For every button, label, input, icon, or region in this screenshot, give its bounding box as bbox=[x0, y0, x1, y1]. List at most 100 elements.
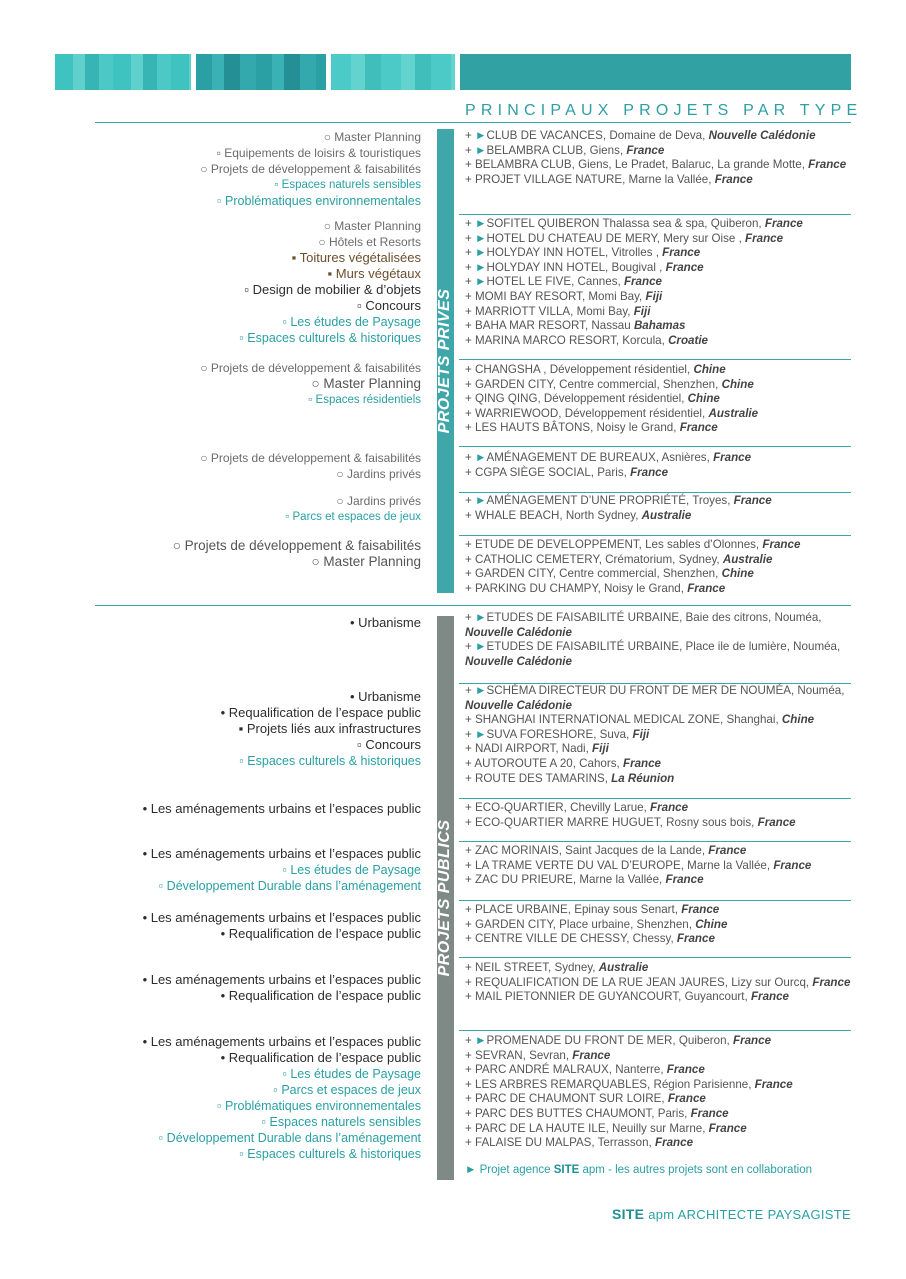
project-name: SEVRAN, Sevran, bbox=[475, 1048, 573, 1062]
category-item: ○ Master Planning bbox=[311, 554, 421, 569]
plus-marker: + bbox=[465, 742, 475, 756]
plus-marker: + bbox=[465, 567, 475, 581]
group-separator bbox=[459, 535, 851, 536]
project-item: + PARC DE LA HAUTE ILE, Neuilly sur Marn… bbox=[465, 1122, 851, 1137]
plus-marker: + bbox=[465, 961, 475, 974]
project-country: Nouvelle Calédonie bbox=[708, 129, 816, 142]
project-name: WHALE BEACH, North Sydney, bbox=[475, 508, 642, 522]
project-list: + ►PROMENADE DU FRONT DE MER, Quiberon, … bbox=[465, 1034, 851, 1151]
project-country: France bbox=[662, 246, 701, 260]
plus-marker: + bbox=[465, 406, 475, 420]
category-item: ○ Jardins privés bbox=[336, 494, 421, 508]
category-list: • Urbanisme• Requalification de l’espace… bbox=[221, 689, 421, 769]
project-item: + ►BELAMBRA CLUB, Giens, France bbox=[465, 144, 851, 159]
project-country: Fiji bbox=[645, 289, 663, 303]
project-list: + ZAC MORINAIS, Saint Jacques de la Land… bbox=[465, 844, 851, 888]
project-name: PARC ANDRÉ MALRAUX, Nanterre, bbox=[475, 1063, 667, 1077]
project-country: Croatie bbox=[668, 333, 709, 347]
project-name: LES ARBRES REMARQUABLES, Région Parisien… bbox=[475, 1077, 755, 1091]
category-item: • Les aménagements urbains et l’espaces … bbox=[142, 972, 421, 987]
category-item: ▪ Projets liés aux infrastructures bbox=[238, 721, 421, 736]
project-country: Chine bbox=[781, 713, 815, 727]
category-list: ○ Jardins privés ▫ Parcs et espaces de je… bbox=[285, 493, 421, 525]
group-separator bbox=[459, 359, 851, 360]
project-list: + ►AMÉNAGEMENT DE BUREAUX, Asnières, Fra… bbox=[465, 451, 851, 480]
plus-marker: + bbox=[465, 1092, 475, 1106]
project-country: Bahamas bbox=[633, 319, 686, 333]
category-item: ▫ Les études de Paysage bbox=[282, 1067, 421, 1081]
project-list: + ►SCHÉMA DIRECTEUR DU FRONT DE MER DE N… bbox=[465, 684, 851, 786]
project-list: + CHANGSHA , Développement résidentiel, … bbox=[465, 363, 851, 436]
project-country: France bbox=[708, 844, 747, 857]
plus-marker: + bbox=[465, 275, 475, 289]
group-separator bbox=[459, 841, 851, 842]
project-country: France bbox=[681, 903, 720, 916]
plus-marker: + bbox=[465, 640, 475, 654]
project-list: + NEIL STREET, Sydney, Australie+ REQUAL… bbox=[465, 961, 851, 1005]
plus-marker: + bbox=[465, 1077, 475, 1091]
footer-brand: SITE apm ARCHITECTE PAYSAGISTE bbox=[612, 1206, 851, 1222]
category-item: ○ Projets de développement & faisabilité… bbox=[200, 451, 421, 465]
project-country: France bbox=[655, 1136, 694, 1150]
project-country: Chine bbox=[693, 363, 726, 376]
agency-project-icon: ► bbox=[475, 640, 487, 654]
project-country: Australie bbox=[722, 552, 773, 566]
group-separator bbox=[459, 214, 851, 215]
project-name: MAIL PIETONNIER DE GUYANCOURT, Guyancour… bbox=[475, 990, 751, 1004]
project-name: QING QING, Développement résidentiel, bbox=[475, 392, 688, 406]
project-item: + AUTOROUTE A 20, Cahors, France bbox=[465, 757, 851, 772]
project-name: PROMENADE DU FRONT DE MER, Quiberon, bbox=[486, 1034, 734, 1047]
agency-project-icon: ► bbox=[475, 260, 487, 274]
agency-project-icon: ► bbox=[475, 246, 487, 260]
agency-project-icon: ► bbox=[475, 611, 487, 624]
plus-marker: + bbox=[465, 143, 475, 157]
category-item: ○ Projets de développement & faisabilité… bbox=[172, 538, 421, 553]
project-list: + ETUDE DE DEVELOPPEMENT, Les sables d’O… bbox=[465, 538, 851, 596]
section-divider bbox=[95, 605, 851, 606]
project-item: + PARKING DU CHAMPY, Noisy le Grand, Fra… bbox=[465, 582, 851, 597]
plus-marker: + bbox=[465, 727, 475, 741]
project-country: Nouvelle Calédonie bbox=[465, 625, 572, 639]
project-name: CENTRE VILLE DE CHESSY, Chessy, bbox=[475, 932, 677, 946]
project-item: + MARRIOTT VILLA, Momi Bay, Fiji bbox=[465, 305, 851, 320]
project-name: AMÉNAGEMENT DE BUREAUX, Asnières, bbox=[486, 451, 714, 464]
category-item: ▫ Problématiques environnementales bbox=[217, 194, 421, 208]
category-item: ▫ Espaces naturels sensibles bbox=[261, 1115, 421, 1129]
plus-marker: + bbox=[465, 217, 475, 230]
project-item: + WHALE BEACH, North Sydney, Australie bbox=[465, 509, 851, 524]
agency-project-icon: ► bbox=[475, 231, 487, 245]
agency-project-icon: ► bbox=[475, 143, 487, 157]
category-item: ▫ Développement Durable dans l’aménageme… bbox=[158, 879, 421, 893]
project-name: PLACE URBAINE, Epinay sous Senart, bbox=[475, 903, 682, 916]
page-title: PRINCIPAUX PROJETS PAR TYPE bbox=[465, 102, 863, 119]
project-item: + CHANGSHA , Développement résidentiel, … bbox=[465, 363, 851, 378]
project-list: + PLACE URBAINE, Epinay sous Senart, Fra… bbox=[465, 903, 851, 947]
project-name: ECO-QUARTIER, Chevilly Larue, bbox=[475, 801, 651, 814]
project-item: + ►HOTEL DU CHATEAU DE MERY, Mery sur Oi… bbox=[465, 232, 851, 247]
project-country: France bbox=[773, 858, 812, 872]
plus-marker: + bbox=[465, 801, 475, 814]
project-country: Fiji bbox=[633, 304, 651, 318]
category-item: ○ Master Planning bbox=[311, 376, 421, 391]
agency-project-icon: ► bbox=[475, 129, 487, 142]
project-country: Chine bbox=[721, 567, 754, 581]
plus-marker: + bbox=[465, 858, 475, 872]
plus-marker: + bbox=[465, 1136, 475, 1150]
project-name: PARC DES BUTTES CHAUMONT, Paris, bbox=[475, 1106, 691, 1120]
category-list: • Les aménagements urbains et l’espaces … bbox=[143, 846, 421, 894]
project-item: + ►SCHÉMA DIRECTEUR DU FRONT DE MER DE N… bbox=[465, 684, 851, 713]
project-country: France bbox=[812, 975, 851, 989]
project-country: France bbox=[676, 932, 715, 946]
project-item: + LA TRAME VERTE DU VAL D’EUROPE, Marne … bbox=[465, 859, 851, 874]
project-item: + ►HOTEL LE FIVE, Cannes, France bbox=[465, 275, 851, 290]
category-item: • Urbanisme bbox=[349, 615, 421, 630]
category-item: ▫ Parcs et espaces de jeux bbox=[285, 511, 421, 523]
project-name: GARDEN CITY, Centre commercial, Shenzhen… bbox=[475, 567, 722, 581]
project-country: Nouvelle Calédonie bbox=[465, 698, 572, 712]
category-list: ○ Projets de développement & faisabilité… bbox=[200, 450, 421, 482]
category-item: • Urbanisme bbox=[349, 689, 421, 704]
category-item: ○ Master Planning bbox=[323, 130, 421, 144]
project-country: Chine bbox=[687, 392, 720, 406]
category-list: ○ Master Planning▫ Equipements de loisir… bbox=[200, 129, 421, 209]
plus-marker: + bbox=[465, 932, 475, 946]
